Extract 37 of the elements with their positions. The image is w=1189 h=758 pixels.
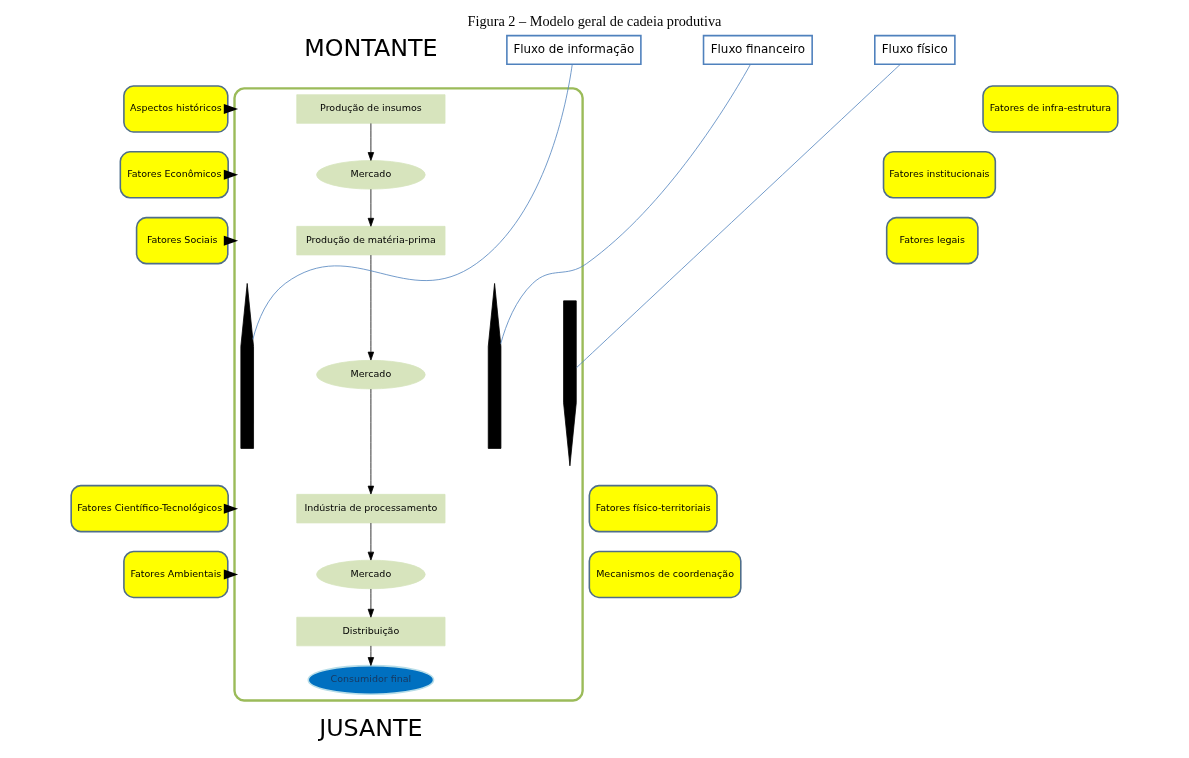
node-arrow: [487, 283, 502, 449]
arrow: [223, 503, 239, 514]
node-box: Fluxo físico: [874, 34, 956, 65]
node-box: Fatores institucionais: [882, 151, 997, 199]
arrow: [367, 645, 375, 666]
arrow: [367, 123, 375, 161]
arrow: [367, 254, 375, 361]
arrow: [367, 388, 375, 495]
node-arrow: [563, 300, 577, 467]
arrow: [367, 188, 375, 227]
label: MONTANTE: [304, 33, 438, 62]
node-ellipse: Mercado: [316, 559, 426, 590]
cluster: [233, 87, 584, 702]
node-ellipse: Mercado: [316, 359, 426, 390]
node-box: Produção de insumos: [296, 94, 446, 124]
arrow: [223, 235, 239, 246]
connector: [252, 63, 573, 340]
node-ellipse: Consumidor final: [307, 664, 435, 695]
node-ellipse: Mercado: [316, 160, 426, 190]
label: JUSANTE: [319, 714, 423, 743]
node-box: Fluxo financeiro: [702, 34, 813, 65]
node-arrow: [240, 283, 254, 449]
arrow: [223, 569, 239, 580]
node-box: Mecanismos de coordenação: [588, 550, 742, 599]
node-box: Fatores legais: [885, 216, 979, 265]
connector: [500, 63, 751, 345]
node-box: Fatores de infra-estrutura: [982, 85, 1119, 133]
node-box: Fatores físico-territoriais: [588, 484, 718, 533]
node-box: Produção de matéria-prima: [296, 225, 446, 256]
node-box: Fluxo de informação: [506, 34, 642, 65]
node-box: Distribuição: [296, 616, 446, 647]
arrow: [367, 522, 375, 561]
connector: [576, 64, 901, 369]
arrow: [223, 169, 239, 180]
node-box: Indústria de processamento: [296, 493, 446, 524]
diagram-title: Figura 2 – Modelo geral de cadeia produtiva: [467, 13, 722, 30]
arrow: [367, 588, 375, 618]
